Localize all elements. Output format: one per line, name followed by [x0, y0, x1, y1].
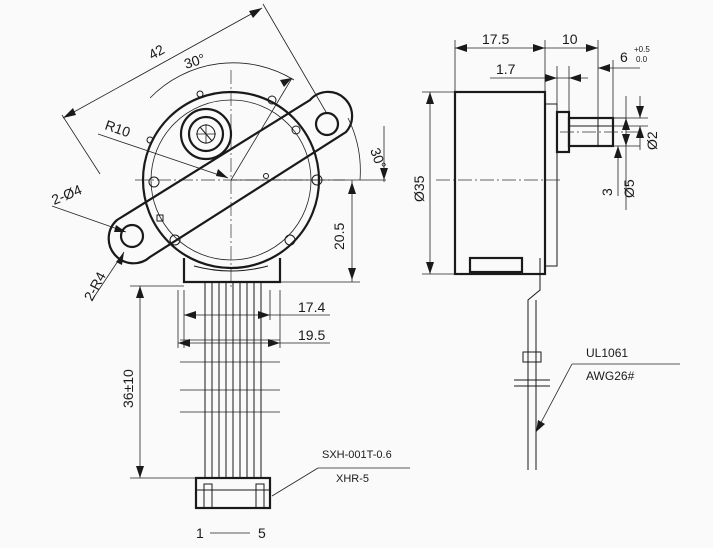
dim-corner-radius-label: 2-R4 [81, 269, 109, 303]
dim-holes-label: 2-Ø4 [49, 181, 84, 208]
wire-spec-label: UL1061 [586, 346, 628, 360]
wire-callout: UL1061 AWG26# [535, 346, 680, 433]
lead-exit-arc [193, 265, 269, 272]
dim-42-label: 42 [146, 41, 168, 63]
shaft-outer [187, 115, 225, 153]
side-rear-flange [544, 103, 558, 267]
dim-d2-label: Ø2 [644, 131, 660, 150]
dim-angle-top: 30° [149, 50, 295, 181]
dim-6: 6 +0.5 0.0 [598, 45, 650, 118]
connector [194, 476, 272, 510]
side-lead-tab [468, 256, 524, 274]
shaft-flat [199, 126, 213, 142]
dim-10: 10 [545, 31, 599, 118]
pin-numbering: 1 5 [196, 525, 266, 541]
dim-r10: R10 [97, 117, 229, 179]
mounting-flange [107, 90, 354, 265]
pin-last-label: 5 [258, 525, 266, 541]
dim-20-5-label: 20.5 [331, 223, 347, 250]
gear-boss [179, 107, 233, 161]
connector-callout: SXH-001T-0.6 XHR-5 [271, 449, 410, 497]
dim-6-tol-upper: +0.5 [634, 45, 650, 54]
dim-d2: Ø2 [613, 96, 660, 150]
dim-17-5: 17.5 [454, 31, 546, 104]
housing-rivets [146, 90, 323, 246]
dim-flat-and-d5: 3 Ø5 [569, 96, 640, 210]
connector-housing-label: XHR-5 [336, 473, 369, 485]
pin-first-label: 1 [196, 525, 204, 541]
dim-6-label: 6 [620, 49, 628, 65]
dim-35-label: Ø35 [411, 175, 427, 202]
dim-holes: 2-Ø4 [49, 181, 127, 233]
dim-d5-label: Ø5 [621, 179, 637, 198]
dim-36-label: 36±10 [120, 369, 136, 408]
dim-angle-right: 30° [231, 117, 389, 182]
dim-1-7-label: 1.7 [496, 61, 516, 77]
dim-corner-radius: 2-R4 [81, 251, 125, 303]
dim-angle-right-label: 30° [367, 146, 389, 171]
dim-17-4-label: 17.4 [298, 299, 325, 315]
dim-17-5-label: 17.5 [482, 31, 509, 47]
front-view: 42 30° 30° R10 2-Ø4 [49, 3, 410, 541]
dim-19-5-label: 19.5 [298, 327, 325, 343]
dim-20-5: 20.5 [280, 180, 360, 283]
dim-1-7: 1.7 [490, 61, 588, 112]
dim-35: Ø35 [411, 91, 470, 275]
side-lead-wire-1 [527, 258, 541, 470]
side-view: 17.5 10 6 +0.5 0.0 1.7 [411, 31, 680, 470]
dim-6-tol-lower: 0.0 [636, 55, 648, 64]
dim-r10-label: R10 [103, 117, 133, 141]
side-lead-sleeve [522, 351, 542, 363]
dim-42: 42 [61, 3, 327, 175]
dim-flat-label: 3 [599, 188, 615, 196]
dim-19-5: 19.5 [177, 290, 330, 348]
dim-10-label: 10 [562, 31, 578, 47]
dim-36: 36±10 [120, 285, 196, 479]
side-body [453, 90, 547, 276]
dim-angle-top-label: 30° [182, 50, 207, 72]
dim-17-4: 17.4 [183, 290, 330, 348]
lead-exit-tab [182, 258, 282, 284]
connector-terminal-label: SXH-001T-0.6 [322, 449, 392, 461]
wire-gauge-label: AWG26# [586, 369, 635, 383]
mount-hole-right [314, 111, 340, 137]
mount-hole-left [119, 223, 145, 249]
